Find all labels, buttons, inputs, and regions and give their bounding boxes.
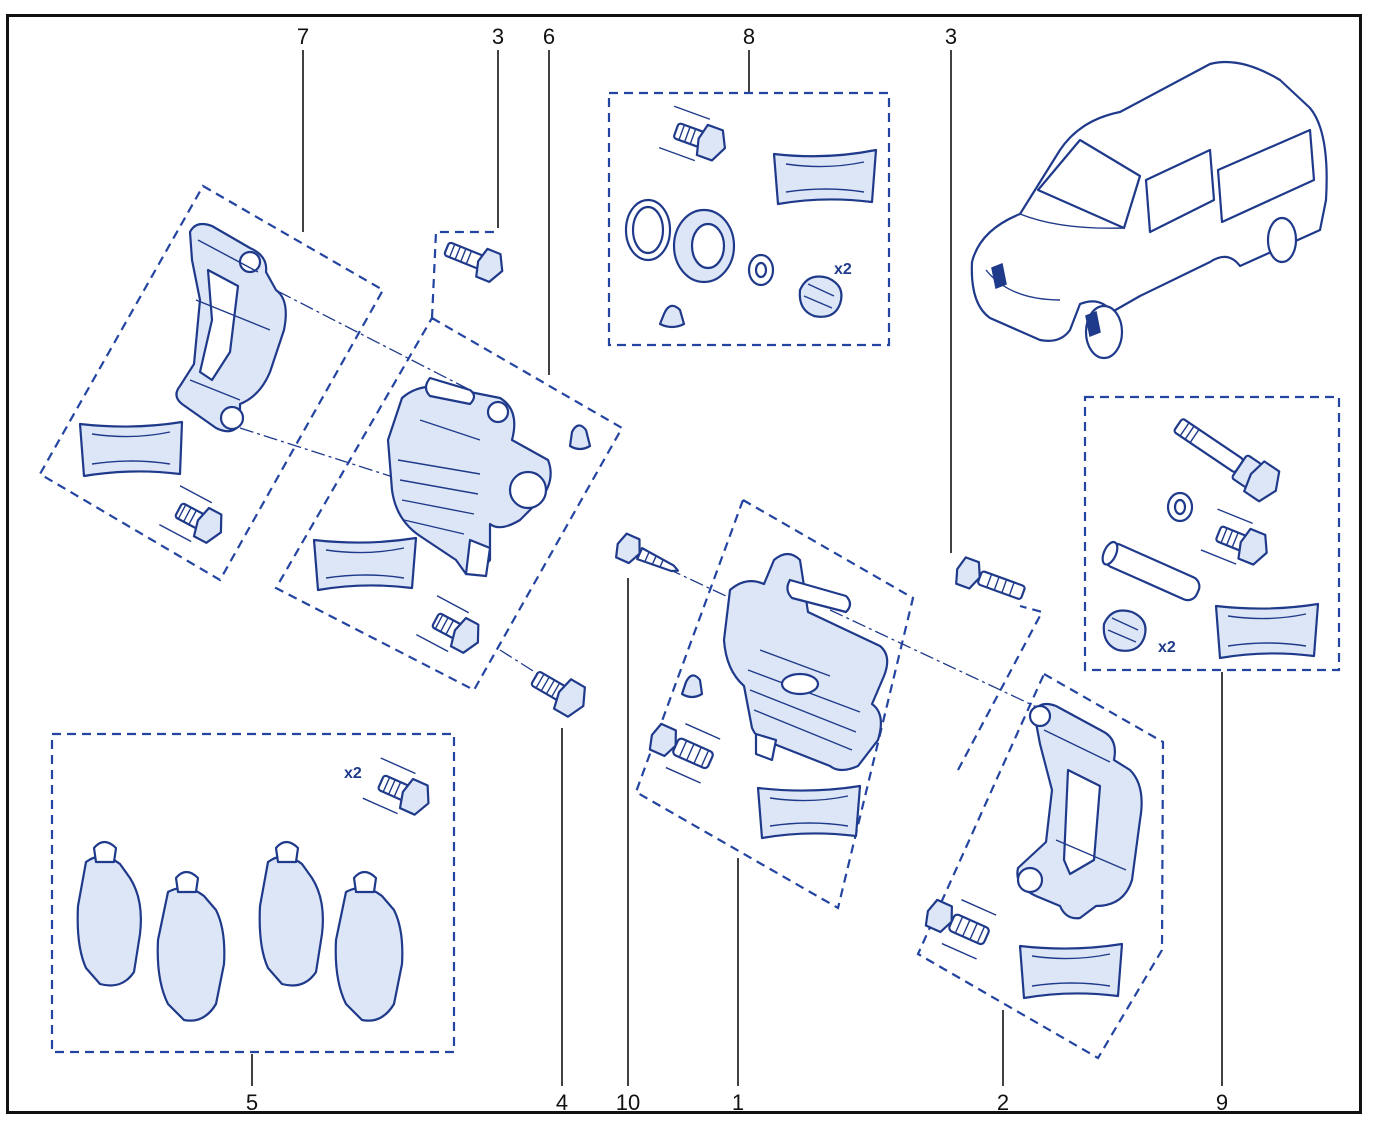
- kit-frame-1: [634, 498, 915, 910]
- bolt-icon: [955, 556, 1026, 600]
- callout-5: 5: [246, 1090, 258, 1115]
- leader-lines: [251, 50, 1223, 1086]
- brake-pad-icon: [156, 870, 226, 1022]
- quantity-label-kit-5: x2: [344, 765, 362, 782]
- guide-boot-icon: [798, 275, 843, 318]
- guide-boot-icon: [1102, 609, 1147, 652]
- bolt-icon: [159, 485, 223, 544]
- bolt-icon: [362, 757, 430, 816]
- brake-caliper-icon: [722, 552, 889, 772]
- caliper-bracket-icon: [1016, 702, 1143, 920]
- kit-frame-7: [38, 184, 385, 582]
- brake-pad-icon: [76, 840, 142, 987]
- grease-sachet-icon: [772, 148, 878, 206]
- callout-4: 4: [556, 1090, 568, 1115]
- bolt-icon: [416, 595, 480, 654]
- bolt-icon: [924, 898, 997, 960]
- washer-icon: [1166, 491, 1194, 523]
- bolt-icon: [658, 105, 727, 162]
- brake-caliper-icon: [386, 376, 552, 578]
- grease-sachet-icon: [78, 420, 184, 478]
- kit-frame-2: [916, 672, 1165, 1060]
- bolt-icon: [614, 532, 680, 573]
- grease-sachet-icon: [1214, 602, 1320, 660]
- kit-frame-5: [50, 732, 456, 1054]
- grease-sachet-icon: [756, 784, 862, 840]
- bolt-icon: [648, 722, 721, 784]
- guide-pin-icon: [1173, 418, 1281, 503]
- kit-frame-8: [607, 91, 891, 347]
- bolt-icon: [443, 241, 504, 284]
- grease-sachet-icon: [1018, 942, 1124, 1000]
- piston-seal-icon: [624, 198, 775, 287]
- dust-cap-icon: [568, 424, 592, 451]
- dust-cap-icon: [680, 674, 704, 699]
- brake-pad-icon: [334, 870, 404, 1022]
- bolt-icon: [530, 671, 586, 718]
- quantity-label-kit-9: x2: [1158, 639, 1176, 656]
- guide-sleeve-icon: [1101, 540, 1201, 602]
- callout-3-right: 3: [945, 24, 957, 49]
- brake-pad-icon: [258, 840, 324, 987]
- kit-frame-6: [274, 316, 624, 692]
- dust-cap-icon: [658, 304, 686, 329]
- bolt-icon: [1200, 508, 1268, 566]
- callout-6: 6: [543, 24, 555, 49]
- callout-9: 9: [1216, 1090, 1228, 1115]
- callout-labels: 7 3 6 8 3 5 4 10 1 2 9: [246, 24, 1228, 1115]
- callout-2: 2: [997, 1090, 1009, 1115]
- van-icon: [970, 60, 1328, 360]
- callout-10: 10: [616, 1090, 640, 1115]
- diagram-frame: [6, 14, 1362, 1114]
- callout-8: 8: [743, 24, 755, 49]
- callout-7: 7: [297, 24, 309, 49]
- callout-1: 1: [732, 1090, 744, 1115]
- callout-3-left: 3: [492, 24, 504, 49]
- kit-frames: [38, 91, 1341, 1060]
- kit-frame-9: [1083, 395, 1341, 672]
- grease-sachet-icon: [312, 536, 418, 592]
- caliper-bracket-icon: [175, 222, 287, 433]
- quantity-label-kit-8: x2: [834, 261, 852, 278]
